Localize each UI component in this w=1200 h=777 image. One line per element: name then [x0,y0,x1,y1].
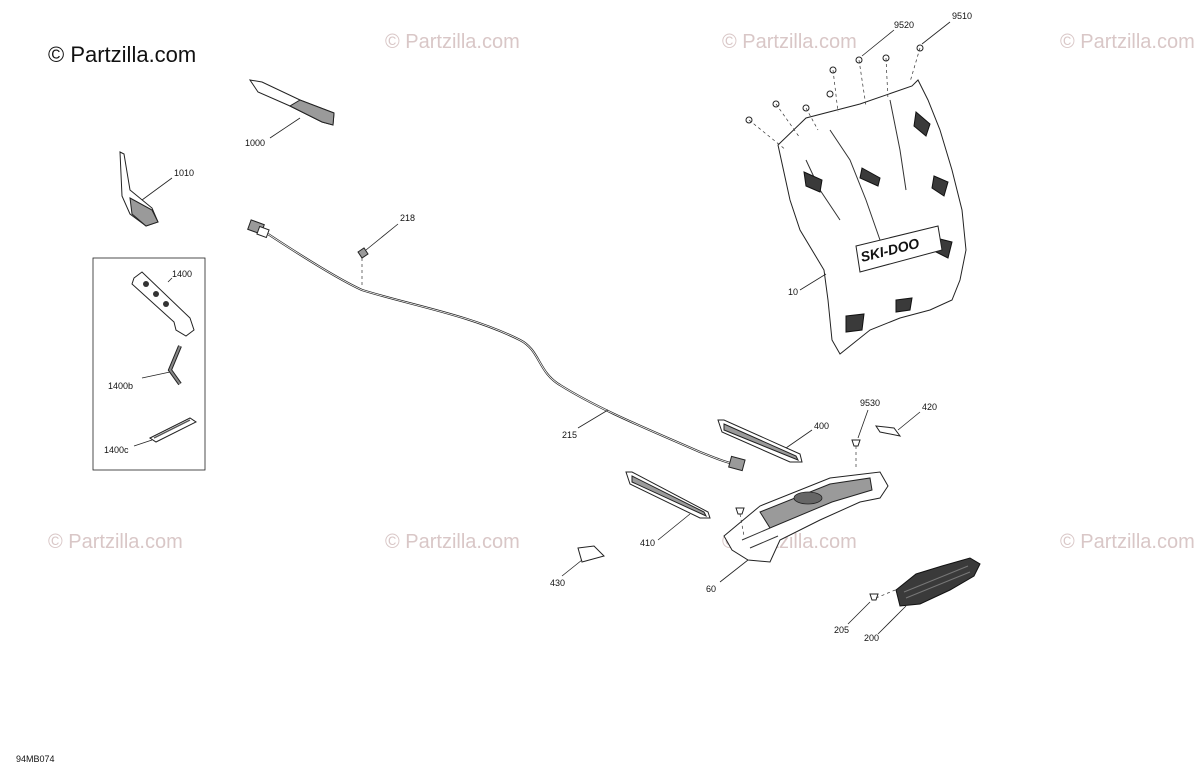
leader-420 [897,411,921,431]
callout-400[interactable]: 400 [814,421,829,431]
watermark-bottom-far-right: © Partzilla.com [1060,531,1195,553]
callout-9530[interactable]: 9530 [860,398,880,408]
watermark-bottom-center: © Partzilla.com [385,531,520,553]
callout-205[interactable]: 205 [834,625,849,635]
leader-10 [799,273,827,291]
watermark-top-center: © Partzilla.com [385,31,520,53]
dash-9520-a [748,119,787,151]
part-218-clip[interactable] [357,247,369,259]
part-10-snow-flap[interactable]: SKI-DOO [777,79,967,355]
part-1400b-hex-key[interactable] [167,345,182,386]
leader-410 [657,513,691,541]
dash-9520-e [858,59,867,107]
dash-9520-b [775,103,801,139]
part-1000-deflector[interactable] [248,79,335,126]
part-400-strip[interactable] [717,419,803,463]
callout-1400b[interactable]: 1400b [108,381,133,391]
part-1400-spanner[interactable] [131,271,195,337]
part-9530-screw[interactable] [851,439,861,447]
part-215-harness[interactable] [247,219,746,472]
dash-9520-d [832,69,839,113]
leader-9520 [861,29,895,57]
part-60-housing[interactable] [723,471,889,563]
part-410-strip[interactable] [625,471,711,519]
callout-430[interactable]: 430 [550,578,565,588]
leader-400 [785,429,813,449]
part-1400c-strip[interactable] [149,417,197,443]
leader-218 [365,223,399,251]
leader-60 [719,559,749,583]
part-60-screw[interactable] [735,507,745,515]
leader-205 [847,601,871,625]
callout-218[interactable]: 218 [400,213,415,223]
watermark-top-far-right: © Partzilla.com [1060,31,1195,53]
leader-1400c [133,439,153,447]
dash-9510-a [885,57,889,101]
dash-9510-b [909,47,921,83]
leader-1400b [141,371,171,379]
part-200-tail-light[interactable] [895,557,981,607]
leader-200 [877,605,907,635]
leader-9510 [921,21,951,45]
callout-1400c[interactable]: 1400c [104,445,129,455]
callout-9510[interactable]: 9510 [952,11,972,21]
partzilla-logo: © Partzilla.com [48,42,196,67]
leader-1000 [269,117,301,139]
part-420-lens[interactable] [874,425,902,437]
callout-60[interactable]: 60 [706,584,716,594]
callout-200[interactable]: 200 [864,633,879,643]
callout-1000[interactable]: 1000 [245,138,265,148]
watermark-bottom-left: © Partzilla.com [48,531,183,553]
callout-410[interactable]: 410 [640,538,655,548]
leader-1010 [141,177,173,201]
part-205-screw[interactable] [869,593,879,601]
part-430-piece[interactable] [577,545,605,563]
leader-1400 [167,277,173,283]
callout-9520[interactable]: 9520 [894,20,914,30]
callout-1010[interactable]: 1010 [174,168,194,178]
callout-215[interactable]: 215 [562,430,577,440]
dash-205 [875,587,901,599]
leader-430 [561,559,583,577]
dash-60-screw [739,513,745,537]
part-1010-deflector[interactable] [119,151,159,227]
drawing-code: 94MB074 [16,754,55,764]
leader-9530 [857,409,869,439]
dash-9520-c [805,107,819,131]
callout-420[interactable]: 420 [922,402,937,412]
callout-1400[interactable]: 1400 [172,269,192,279]
callout-10[interactable]: 10 [788,287,798,297]
tool-kit-box [92,257,206,471]
watermarks: © Partzilla.com © Partzilla.com © Partzi… [48,31,1195,553]
leader-215 [577,409,609,429]
watermark-top-right: © Partzilla.com [722,31,857,53]
